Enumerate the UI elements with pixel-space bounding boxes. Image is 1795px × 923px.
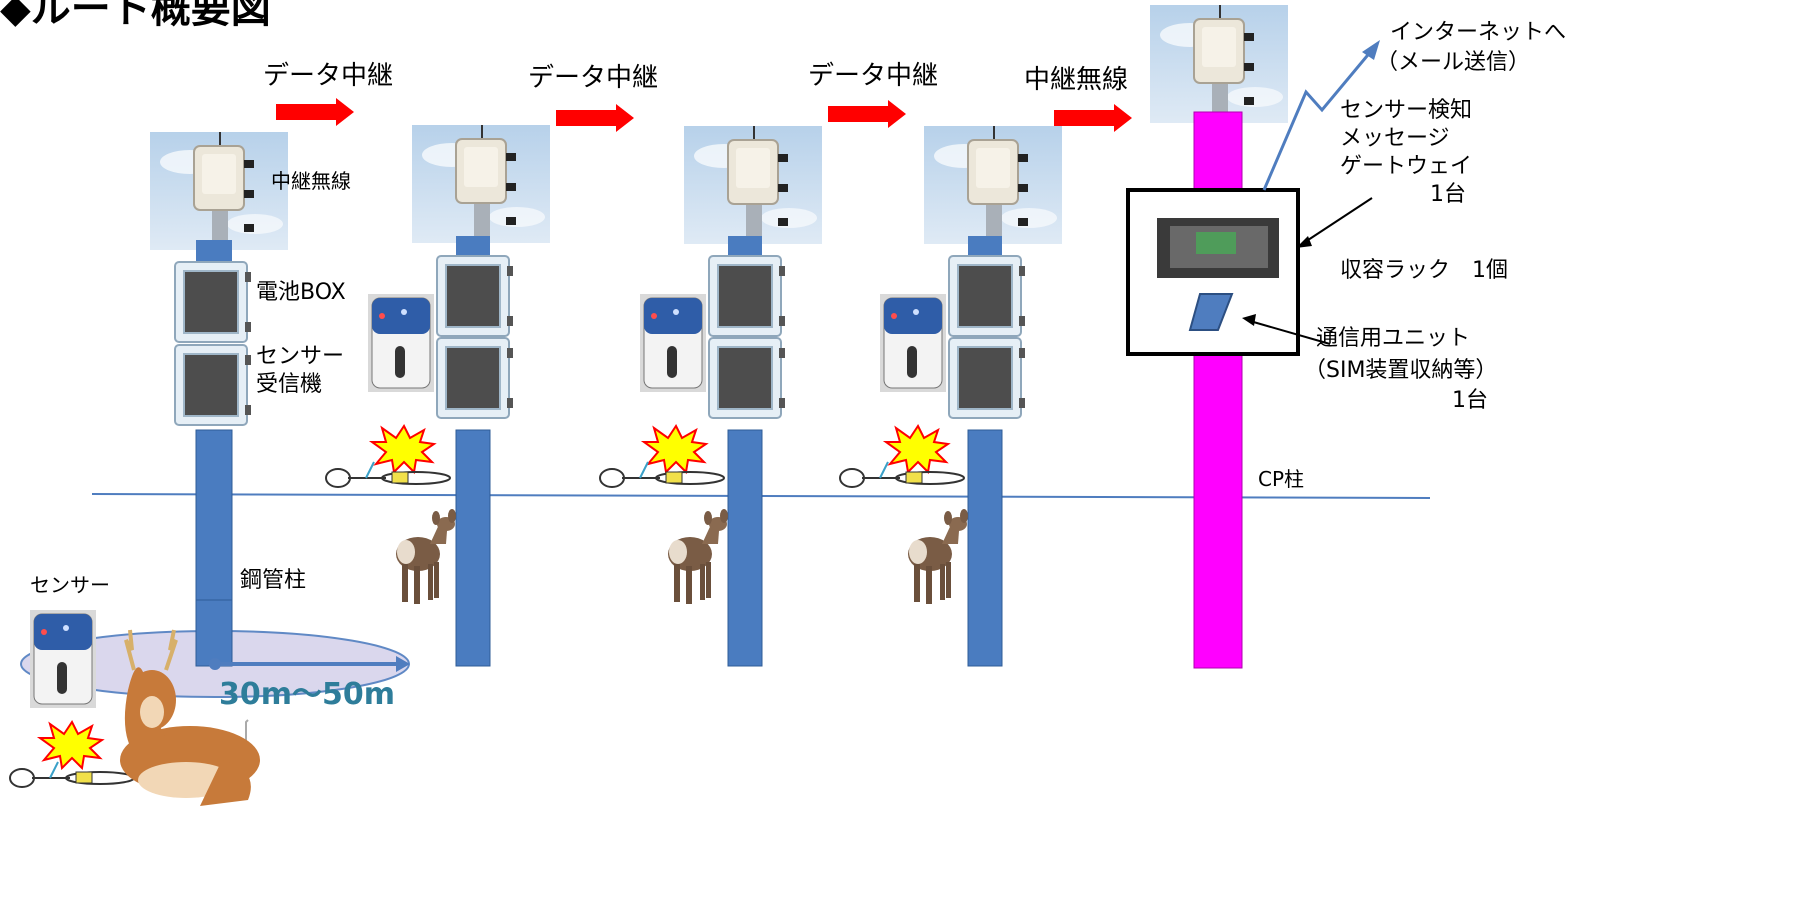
lying-deer-icon (120, 629, 260, 806)
receiver-label-line1: センサー (256, 344, 345, 369)
cp-pole-group (1126, 4, 1380, 669)
arrow-label-4: 中継無線 (1024, 65, 1129, 95)
gateway-label-line1: センサー検知 (1340, 98, 1473, 123)
sensor-wire (839, 461, 965, 488)
flow-arrow-2 (556, 104, 634, 132)
arrow-label-1: データ中継 (263, 61, 394, 91)
battery-box-label: 電池BOX (256, 280, 346, 305)
sensor-wire (325, 461, 451, 488)
deer-image (908, 509, 968, 604)
relay-radio-label: 中継無線 (271, 169, 351, 193)
rack-label: 収容ラック 1個 (1340, 258, 1508, 283)
sensor-label: センサー (30, 573, 110, 597)
battery-box (174, 261, 252, 343)
steel-pole (455, 429, 491, 667)
flow-arrow-4 (1054, 104, 1132, 132)
pointer-arrow-gateway (1296, 236, 1312, 248)
sensor-wire (599, 461, 725, 488)
gateway-label-line4: 1台 (1430, 182, 1466, 207)
arrow-label-2: データ中継 (528, 63, 659, 93)
relay-pole-3 (599, 125, 823, 667)
sensor-receiver-box (948, 337, 1026, 419)
arrow-label-3: データ中継 (808, 61, 939, 91)
sensor-receiver-box (174, 344, 252, 426)
sensor-receiver-box (708, 337, 786, 419)
comm-unit-label-line3: 1台 (1452, 388, 1488, 413)
comm-unit-label-line2: （SIM装置収納等） (1304, 358, 1498, 383)
relay-pole-4 (839, 125, 1063, 667)
sensor-receiver-box (436, 337, 514, 419)
comm-unit-icon (1188, 293, 1234, 331)
flow-arrow-1 (276, 98, 354, 126)
page-title: ◆ルート概要図 (0, 0, 271, 32)
internet-link (1262, 49, 1374, 191)
battery-box (436, 255, 514, 337)
gateway-label-line2: メッセージ (1340, 126, 1450, 151)
sensor-image (367, 293, 435, 393)
receiver-label-line2: 受信機 (256, 372, 323, 397)
steel-pole (727, 429, 763, 667)
battery-box (948, 255, 1026, 337)
relay-radio-image (411, 124, 551, 244)
flow-arrow-3 (828, 100, 906, 128)
cp-pole-label: CP柱 (1258, 467, 1305, 491)
alert-burst-icon (39, 721, 103, 769)
alert-burst-icon (885, 425, 949, 473)
deer-image (396, 509, 456, 604)
deer-image (668, 509, 728, 604)
comm-unit-label-line1: 通信用ユニット (1316, 326, 1471, 351)
internet-label-line1: インターネットへ (1390, 20, 1567, 45)
sensor-image (639, 293, 707, 393)
internet-label-line2: （メール送信） (1376, 50, 1531, 75)
relay-radio-image (683, 125, 823, 245)
steel-pole (967, 429, 1003, 667)
relay-pole-2 (325, 124, 551, 667)
relay-radio-image (923, 125, 1063, 245)
sensor-image (29, 609, 97, 709)
distance-label: 30m～50m (219, 677, 396, 712)
relay-radio-image (1149, 4, 1289, 124)
sensor-image (879, 293, 947, 393)
steel-pole-label: 鋼管柱 (240, 568, 307, 593)
pointer-arrow-unit (1242, 314, 1256, 326)
alert-burst-icon (643, 425, 707, 473)
alert-burst-icon (371, 425, 435, 473)
gateway-label-line3: ゲートウェイ (1340, 154, 1473, 179)
sensor-wire (9, 761, 135, 788)
relay-radio-image (149, 131, 289, 251)
battery-box (708, 255, 786, 337)
